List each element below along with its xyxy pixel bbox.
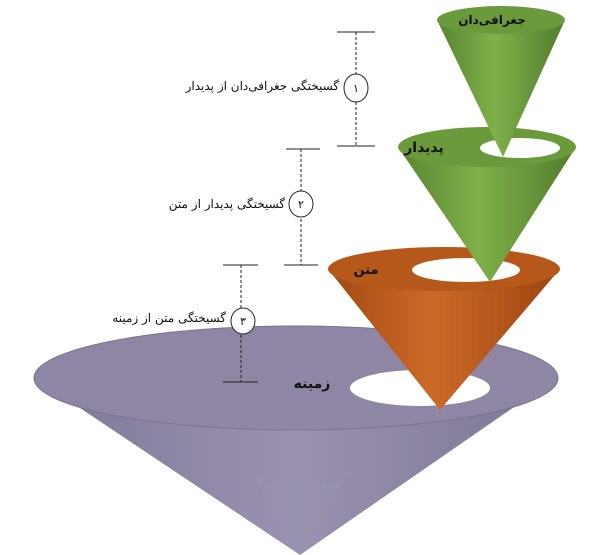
gap-1-circle bbox=[343, 73, 369, 103]
geographer-label: جغرافی‌دان bbox=[458, 13, 526, 27]
gap-3-bracket: ۳ گسیختگی متن از زمینه bbox=[112, 264, 258, 383]
gap-2-label: گسیختگی پدیدار از متن bbox=[169, 197, 285, 211]
gap-3-circle bbox=[230, 307, 256, 335]
watermark-shape bbox=[250, 470, 350, 552]
geographer-cone bbox=[437, 6, 565, 157]
geographer-cone-top bbox=[437, 6, 565, 34]
geographer-cone-body bbox=[437, 20, 565, 157]
gap-2-bracket: ۲ گسیختگی پدیدار از متن bbox=[169, 148, 320, 266]
gap-2-circle bbox=[288, 190, 314, 218]
gap-1-number: ۱ bbox=[353, 82, 359, 95]
gap-2-number: ۲ bbox=[298, 198, 304, 211]
gap-3-label: گسیختگی متن از زمینه bbox=[112, 311, 226, 325]
phenomenon-label: پدیدار bbox=[403, 140, 444, 156]
text-cone-hole bbox=[412, 258, 520, 282]
gap-1-label: گسیختگی جغرافی‌دان از پدیدار bbox=[185, 79, 340, 93]
phenomenon-cone-body bbox=[398, 147, 576, 282]
gap-1-bracket: ۱ گسیختگی جغرافی‌دان از پدیدار bbox=[185, 31, 375, 147]
phenomenon-cone-hole bbox=[480, 138, 560, 158]
gap-3-number: ۳ bbox=[240, 315, 246, 328]
ground-label: زمینه bbox=[294, 376, 331, 392]
text-label: متن bbox=[353, 263, 378, 278]
phenomenon-cone bbox=[398, 127, 576, 282]
text-cone-body bbox=[328, 269, 560, 410]
